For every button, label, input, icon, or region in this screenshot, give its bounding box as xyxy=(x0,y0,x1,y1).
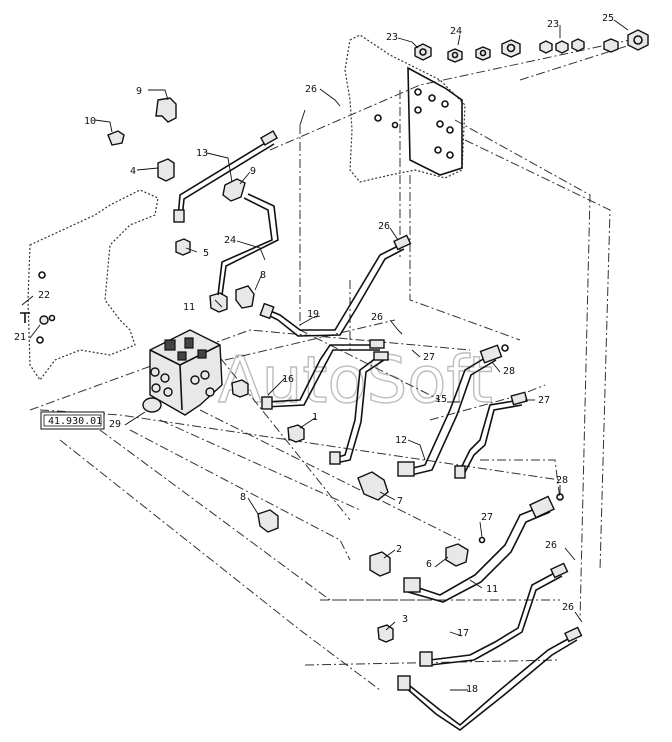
adapter-2 xyxy=(369,551,391,577)
reference-label: 41.930.01 xyxy=(48,416,102,427)
callouts: 9 10 4 13 9 24 5 8 11 22 21 26 23 24 23 … xyxy=(14,13,614,695)
elbow-fitting-8a xyxy=(235,285,255,309)
reference-box: 41.930.01 xyxy=(40,411,105,430)
nut-23d xyxy=(571,38,585,52)
adapter-10 xyxy=(107,130,125,146)
callout-24b: 24 xyxy=(450,26,462,37)
callout-26c: 26 xyxy=(371,312,383,323)
hose-12 xyxy=(404,354,491,471)
callout-18: 18 xyxy=(466,684,478,695)
nut-23c xyxy=(555,40,569,54)
callout-19: 19 xyxy=(307,309,319,320)
tubes xyxy=(177,139,578,731)
adapter-11 xyxy=(209,292,228,313)
callout-7: 7 xyxy=(397,496,403,507)
control-valve xyxy=(142,329,223,416)
callout-28b: 28 xyxy=(556,475,568,486)
tube-18 xyxy=(404,634,576,727)
tube-ends xyxy=(173,130,583,691)
frame-bracket xyxy=(27,189,159,382)
callout-27b: 27 xyxy=(538,395,550,406)
bolt-21 xyxy=(39,315,49,325)
callout-5: 5 xyxy=(203,248,209,259)
callout-17: 17 xyxy=(457,628,469,639)
callout-13: 13 xyxy=(196,148,208,159)
nut-24b xyxy=(475,46,491,61)
elbow-fitting-9b xyxy=(222,178,246,202)
tube-12-upper xyxy=(334,354,381,459)
adapter-16 xyxy=(231,379,249,398)
nut-24c xyxy=(501,39,521,58)
callout-23b: 23 xyxy=(547,19,559,30)
nuts-row xyxy=(414,29,649,63)
tee-fitting-6 xyxy=(445,543,469,567)
bolt-22 xyxy=(20,312,30,323)
elbow-fitting-7 xyxy=(357,471,389,501)
callout-27c: 27 xyxy=(481,512,493,523)
callout-26e: 26 xyxy=(562,602,574,613)
elbow-fitting-9a xyxy=(155,97,177,123)
adapter-4 xyxy=(157,158,175,182)
callout-15: 15 xyxy=(435,394,447,405)
callout-23a: 23 xyxy=(386,32,398,43)
tube-17 xyxy=(429,569,561,661)
callout-11a: 11 xyxy=(183,302,195,313)
callout-8a: 8 xyxy=(260,270,266,281)
callout-12: 12 xyxy=(395,435,407,446)
leader-lines xyxy=(21,19,629,691)
phantom-lines xyxy=(29,39,631,691)
tube-13 xyxy=(177,139,271,219)
nut-25 xyxy=(627,29,649,51)
adapter-3 xyxy=(377,624,394,643)
tube-19 xyxy=(267,244,401,331)
callout-4: 4 xyxy=(130,166,136,177)
nut-24d xyxy=(603,38,619,53)
callout-28a: 28 xyxy=(503,366,515,377)
tube-15 xyxy=(459,399,521,471)
callout-9b: 9 xyxy=(250,166,256,177)
callout-22: 22 xyxy=(38,290,50,301)
tube-14 xyxy=(217,197,273,296)
fittings xyxy=(20,97,469,643)
plate-ports xyxy=(374,88,454,159)
callout-10: 10 xyxy=(84,116,96,127)
callout-11b: 11 xyxy=(486,584,498,595)
nut-23b xyxy=(539,40,553,54)
callout-29: 29 xyxy=(109,419,121,430)
adapter-5 xyxy=(175,238,191,256)
callout-26b: 26 xyxy=(378,221,390,232)
callout-16: 16 xyxy=(282,374,294,385)
nut-24a xyxy=(447,48,463,63)
mounting-plate xyxy=(344,34,466,183)
elbow-fitting-8b xyxy=(257,509,279,533)
callout-26a: 26 xyxy=(305,84,317,95)
callout-9a: 9 xyxy=(136,86,142,97)
callout-24a: 24 xyxy=(224,235,236,246)
nut-23a xyxy=(414,43,432,61)
callout-6: 6 xyxy=(426,559,432,570)
callout-25: 25 xyxy=(602,13,614,24)
adapter-1 xyxy=(287,424,305,443)
callout-3: 3 xyxy=(402,614,408,625)
tube-16 xyxy=(264,344,380,403)
hose-11 xyxy=(409,504,546,596)
callout-2: 2 xyxy=(396,544,402,555)
callout-21: 21 xyxy=(14,332,26,343)
callout-8b: 8 xyxy=(240,492,246,503)
callout-27a: 27 xyxy=(423,352,435,363)
callout-26d: 26 xyxy=(545,540,557,551)
callout-1: 1 xyxy=(312,412,318,423)
